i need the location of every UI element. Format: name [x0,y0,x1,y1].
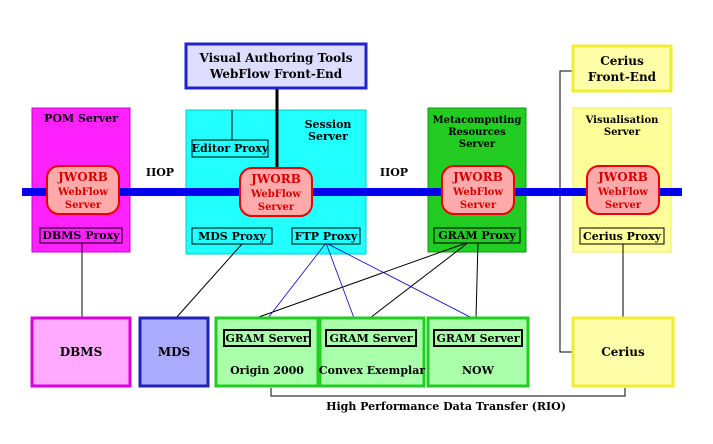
jworb-pom-line3: Server [65,200,102,211]
jworb-pom-line2: WebFlow [57,187,108,198]
metacomputing-label-3: Server [459,139,496,150]
jworb-session-line3: Server [258,202,295,213]
jworb-vis-line1: JWORB [597,170,648,184]
session-server-label-1: Session [305,118,352,131]
visualisation-label-1: Visualisation [585,115,660,126]
iiop-label-left: IIOP [146,166,174,179]
cerius-frontend-line2: Front-End [588,70,657,84]
editor-proxy-label: Editor Proxy [192,142,269,155]
jworb-session[interactable]: JWORB WebFlow Server [239,167,313,217]
visual-authoring-box[interactable]: Visual Authoring Tools WebFlow Front-End [184,42,368,90]
jworb-pom[interactable]: JWORB WebFlow Server [46,165,120,215]
cerius-label: Cerius [601,345,645,359]
now-gram-server-label: GRAM Server [437,332,520,345]
jworb-vis-line3: Server [605,200,642,211]
origin-gram-server-label: GRAM Server [226,332,309,345]
gram-proxy[interactable]: GRAM Proxy [433,227,521,244]
ftp-proxy-label: FTP Proxy [295,230,358,243]
dbms-label: DBMS [60,345,103,359]
editor-proxy[interactable]: Editor Proxy [191,139,269,158]
visual-authoring-line2: WebFlow Front-End [209,67,343,81]
session-server-label-2: Server [308,130,348,143]
origin-box[interactable]: GRAM Server Origin 2000 [214,316,320,388]
jworb-session-line2: WebFlow [250,189,301,200]
convex-box[interactable]: GRAM Server Convex Exemplar [318,316,426,388]
jworb-session-line1: JWORB [250,172,301,186]
metacomputing-label-2: Resources [448,127,506,138]
cerius-frontend-box[interactable]: Cerius Front-End [571,44,673,93]
visual-authoring-line1: Visual Authoring Tools [198,51,352,65]
jworb-visualisation[interactable]: JWORB WebFlow Server [586,165,660,215]
iiop-label-right: IIOP [380,166,408,179]
metacomputing-label-1: Metacomputing [433,115,522,126]
mds-proxy-label: MDS Proxy [198,230,266,243]
jworb-meta-line2: WebFlow [452,187,503,198]
dbms-proxy-label: DBMS Proxy [42,229,120,242]
transfer-label: High Performance Data Transfer (RIO) [326,400,566,413]
jworb-metacomputing[interactable]: JWORB WebFlow Server [441,165,515,215]
origin-label: Origin 2000 [230,364,304,377]
dbms-proxy[interactable]: DBMS Proxy [39,227,123,244]
ftp-proxy[interactable]: FTP Proxy [291,227,361,245]
gram-proxy-label: GRAM Proxy [438,229,516,242]
jworb-meta-line3: Server [460,200,497,211]
origin-gram-server [223,329,311,347]
cerius-frontend-line1: Cerius [600,54,644,68]
convex-gram-server-label: GRAM Server [330,332,413,345]
convex-label: Convex Exemplar [319,364,425,377]
visualisation-label-2: Server [604,127,641,138]
jworb-vis-line2: WebFlow [597,187,648,198]
ftp-links [267,242,473,319]
pom-server-label: POM Server [44,112,118,125]
cerius-box[interactable]: Cerius [571,316,675,388]
cerius-proxy-label: Cerius Proxy [583,230,662,243]
dbms-box[interactable]: DBMS [30,316,132,388]
iiop-bus [22,188,682,196]
convex-gram-server [325,329,417,347]
now-label: NOW [462,364,495,377]
mds-proxy[interactable]: MDS Proxy [191,227,273,245]
mds-label: MDS [158,345,190,359]
now-box[interactable]: GRAM Server NOW [426,316,530,388]
jworb-meta-line1: JWORB [452,170,503,184]
connectors [81,70,626,397]
mds-box[interactable]: MDS [138,316,210,388]
cerius-proxy[interactable]: Cerius Proxy [579,227,665,245]
now-gram-server [433,329,523,347]
jworb-pom-line1: JWORB [57,170,108,184]
